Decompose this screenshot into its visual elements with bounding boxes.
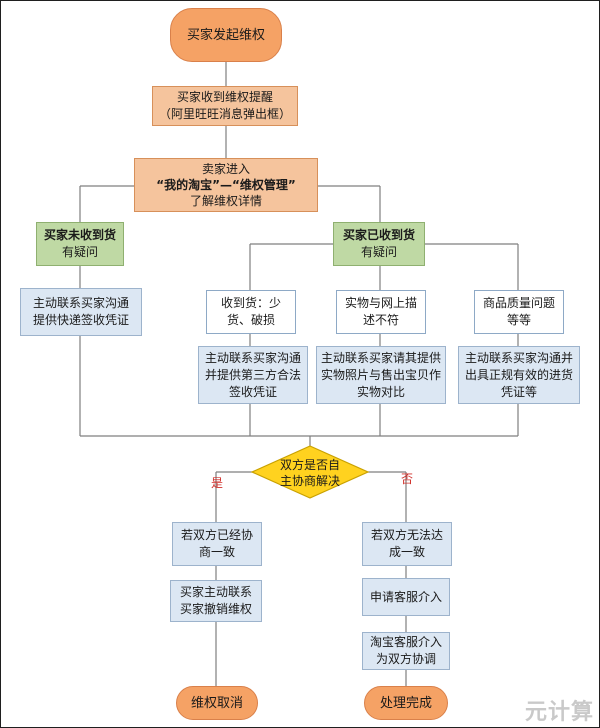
cs-mediate-line-1: 淘宝客服介入 — [369, 635, 442, 649]
third-party-line-2: 并提供第三方合法 — [204, 367, 301, 382]
not-received-node: 买家未收到货 有疑问 — [36, 222, 124, 266]
agreed-line-1: 若双方已经协 — [180, 528, 253, 542]
not-received-line-2: 有疑问 — [61, 245, 98, 259]
enter-line-3: 了解维权详情 — [189, 194, 262, 208]
cannot-agree-line-2: 成一致 — [388, 545, 425, 559]
buyer-cancel-node: 买家主动联系 买家撤销维权 — [170, 580, 262, 622]
invoice-line-3: 凭证等 — [500, 384, 537, 399]
receive-alert-node: 买家收到维权提醒 （阿里旺旺消息弹出框） — [152, 86, 298, 126]
invoice-proof-node: 主动联系买家沟通并 出具正规有效的进货 凭证等 — [458, 346, 580, 404]
agreed-node: 若双方已经协 商一致 — [172, 522, 262, 566]
photo-compare-node: 主动联系买家请其提供 实物照片与售出宝贝作 实物对比 — [316, 346, 446, 404]
end-cancel-node: 维权取消 — [176, 686, 258, 720]
not-match-node: 实物与网上描 述不符 — [336, 290, 426, 334]
invoice-line-1: 主动联系买家沟通并 — [464, 350, 573, 365]
not-received-line-1: 买家未收到货 — [43, 228, 116, 242]
cs-mediate-line-2: 为双方协调 — [375, 652, 436, 666]
quality-line-2: 等等 — [506, 313, 531, 327]
start-label: 买家发起维权 — [186, 27, 265, 43]
start-node: 买家发起维权 — [170, 8, 282, 62]
short-damaged-line-2: 货、破损 — [226, 313, 275, 327]
received-line-2: 有疑问 — [360, 245, 397, 259]
agreed-line-2: 商一致 — [198, 545, 235, 559]
short-damaged-node: 收到货：少 货、破损 — [206, 290, 296, 334]
contact-proof-line-2: 提供快递签收凭证 — [32, 313, 129, 327]
enter-management-node: 卖家进入 “我的淘宝”—“维权管理” 了解维权详情 — [134, 158, 318, 212]
buyer-cancel-line-1: 买家主动联系 — [179, 585, 252, 599]
end-cancel-label: 维权取消 — [190, 695, 243, 711]
decision-line-1: 双方是否自 — [280, 457, 340, 472]
yes-label: 是 — [211, 476, 224, 490]
no-label: 否 — [401, 472, 414, 486]
contact-proof-line-1: 主动联系买家沟通 — [32, 296, 129, 310]
enter-line-2: “我的淘宝”—“维权管理” — [156, 178, 296, 192]
photo-compare-line-2: 实物照片与售出宝贝作 — [320, 367, 441, 382]
decision-diamond — [250, 445, 370, 499]
third-party-proof-node: 主动联系买家沟通 并提供第三方合法 签收凭证 — [198, 346, 308, 404]
enter-line-1: 卖家进入 — [201, 162, 250, 176]
end-done-node: 处理完成 — [364, 686, 448, 720]
decision-line-2: 主协商解决 — [280, 473, 340, 488]
photo-compare-line-3: 实物对比 — [356, 384, 405, 399]
request-cs-label: 申请客服介入 — [369, 589, 442, 604]
contact-proof-node: 主动联系买家沟通 提供快递签收凭证 — [20, 288, 142, 336]
short-damaged-line-1: 收到货：少 — [220, 296, 281, 310]
alert-line-1: 买家收到维权提醒 — [176, 90, 273, 104]
request-cs-node: 申请客服介入 — [362, 578, 450, 616]
not-match-line-2: 述不符 — [362, 313, 399, 327]
cannot-agree-node: 若双方无法达 成一致 — [362, 522, 452, 566]
invoice-line-2: 出具正规有效的进货 — [464, 367, 573, 382]
received-line-1: 买家已收到货 — [342, 228, 415, 242]
alert-line-2: （阿里旺旺消息弹出框） — [158, 107, 291, 121]
photo-compare-line-1: 主动联系买家请其提供 — [320, 350, 441, 365]
third-party-line-3: 签收凭证 — [228, 384, 277, 399]
watermark: 元计算 — [524, 700, 594, 725]
cannot-agree-line-1: 若双方无法达 — [370, 528, 443, 542]
end-done-label: 处理完成 — [379, 695, 432, 711]
not-match-line-1: 实物与网上描 — [344, 296, 417, 310]
buyer-cancel-line-2: 买家撤销维权 — [179, 602, 252, 616]
cs-mediate-node: 淘宝客服介入 为双方协调 — [362, 632, 450, 670]
quality-node: 商品质量问题 等等 — [474, 290, 564, 334]
third-party-line-1: 主动联系买家沟通 — [204, 350, 301, 365]
received-node: 买家已收到货 有疑问 — [333, 222, 425, 266]
quality-line-1: 商品质量问题 — [482, 296, 555, 310]
